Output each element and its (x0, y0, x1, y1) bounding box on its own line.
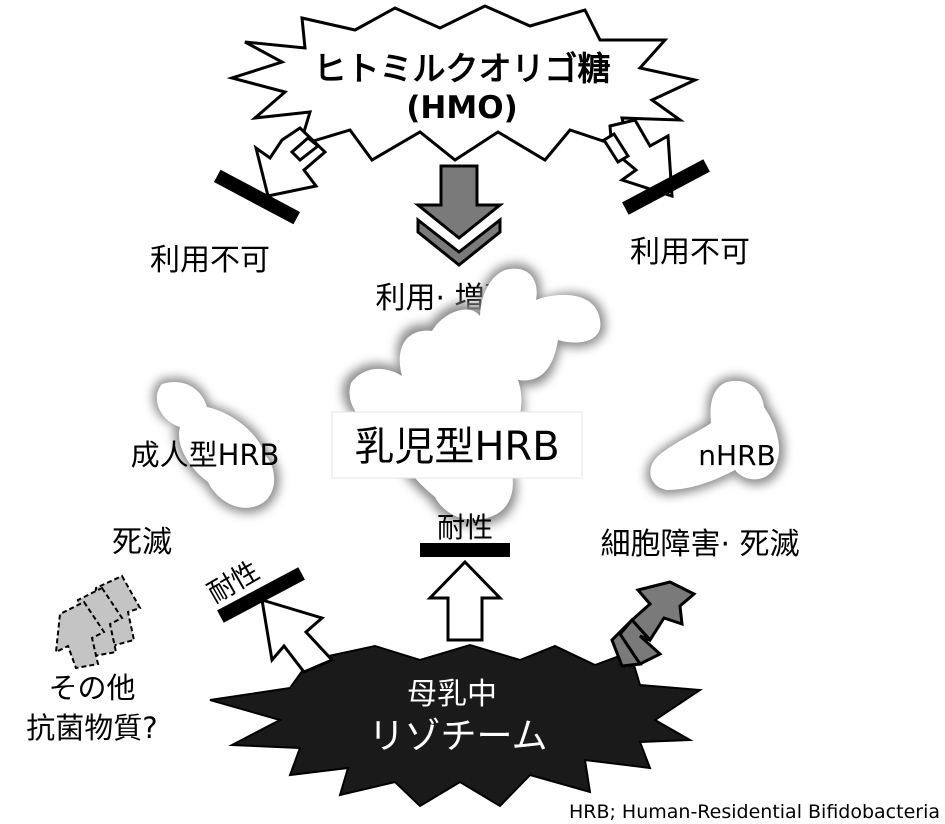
unusable-label-left: 利用不可 (150, 243, 270, 278)
hmo-title: ヒトミルクオリゴ糖 (314, 49, 611, 88)
hmo-arrow-center-dark (413, 164, 505, 267)
lysozyme-starburst: 母乳中 リゾチーム (209, 643, 703, 808)
resistance-bar-left (217, 567, 305, 623)
block-bar-right (622, 159, 710, 215)
hmo-arrow-left-blocked (253, 126, 328, 198)
cell-damage-label: 細胞障害· 死滅 (600, 527, 799, 562)
lysozyme-arrow-left (260, 597, 335, 674)
block-bar-left (213, 169, 301, 225)
lysozyme-subtitle: リゾチーム (369, 716, 548, 757)
nhrb-bacteria-shape (646, 376, 785, 495)
hmo-abbrev: (HMO) (406, 90, 517, 126)
hmo-arrow-right-blocked (601, 118, 674, 199)
hmo-starburst: ヒトミルクオリゴ糖 (HMO) (226, 4, 700, 162)
adult-hrb-bacteria-shape (152, 377, 280, 514)
lysozyme-arrow-center (426, 559, 504, 642)
nhrb-label: nHRB (698, 439, 775, 472)
unusable-label-right: 利用不可 (630, 235, 750, 270)
resistance-bar-center (420, 543, 510, 557)
resistant-label-center: 耐性 (437, 511, 493, 544)
footnote: HRB; Human-Residential Bifidobacteria (569, 801, 940, 823)
lysozyme-arrow-right-dark (610, 580, 697, 668)
adult-hrb-label: 成人型HRB (131, 438, 280, 472)
infant-hrb-label-box (331, 411, 583, 479)
death-label-left: 死滅 (112, 525, 172, 560)
lysozyme-title: 母乳中 (407, 677, 497, 712)
other-antimicrobial-label-line2: 抗菌物質? (26, 711, 157, 745)
infant-hrb-label: 乳児型HRB (354, 424, 559, 470)
other-antimicrobial-arrow (54, 574, 142, 670)
other-antimicrobial-label-line1: その他 (48, 671, 135, 705)
